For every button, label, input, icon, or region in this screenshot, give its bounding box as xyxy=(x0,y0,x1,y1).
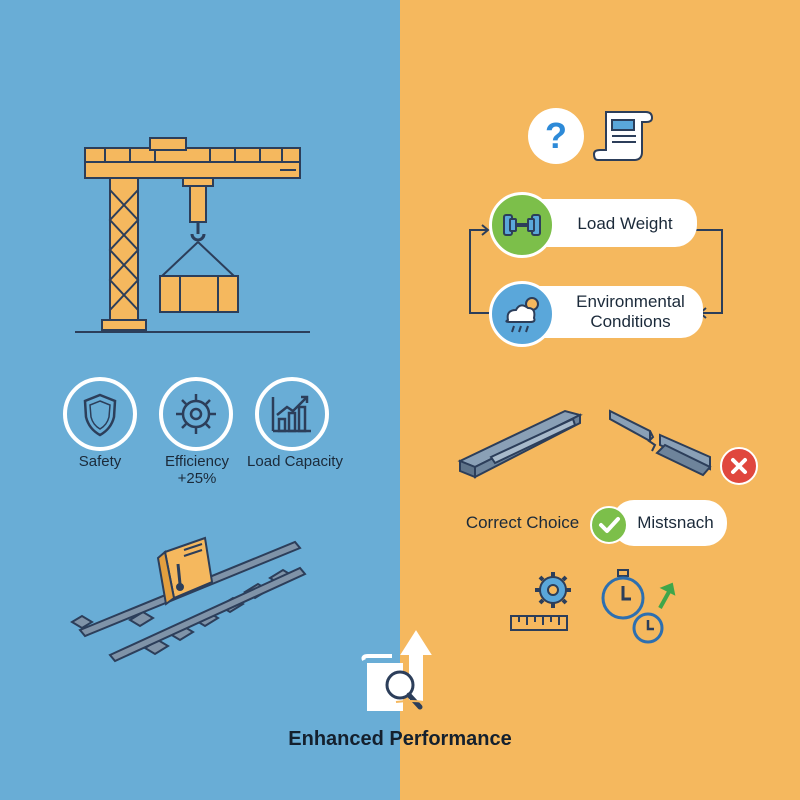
safety-icon-badge xyxy=(63,377,137,451)
right-panel xyxy=(400,0,800,800)
check-icon xyxy=(590,506,628,544)
page-title: Enhanced Performance xyxy=(288,728,512,750)
svg-text:?: ? xyxy=(545,115,567,156)
load-capacity-icon-badge xyxy=(255,377,329,451)
rising-chart-icon xyxy=(271,395,311,433)
weather-icon xyxy=(505,297,539,333)
environmental-badge xyxy=(489,281,555,347)
rail-track-illustration xyxy=(70,536,307,663)
document-scroll-icon xyxy=(592,111,654,161)
intact-beam-illustration xyxy=(457,409,583,479)
dumbbell-icon xyxy=(503,214,541,236)
feature-label-load-capacity: Load Capacity xyxy=(247,453,343,470)
stopwatch-icon xyxy=(601,569,676,644)
feature-label-safety: Safety xyxy=(78,453,122,470)
load-weight-badge xyxy=(489,192,555,258)
factor-label-environmental-line1: Environmental xyxy=(576,292,685,311)
shield-icon xyxy=(83,393,117,437)
efficiency-icon-badge xyxy=(159,377,233,451)
feature-label-efficiency: Efficiency xyxy=(165,453,229,470)
feature-sublabel-efficiency: +25% xyxy=(177,470,217,487)
broken-beam-illustration xyxy=(609,409,712,477)
factor-label-load-weight: Load Weight xyxy=(577,214,673,233)
gear-icon xyxy=(176,394,216,434)
factor-label-environmental-line2: Conditions xyxy=(590,312,671,331)
question-icon: ? xyxy=(528,108,584,164)
performance-magnifier-icon xyxy=(361,630,432,711)
gantry-crane-illustration xyxy=(75,137,310,333)
error-x-icon xyxy=(720,447,758,485)
mismatch-pill xyxy=(612,500,727,546)
mismatch-label: Mistsnach xyxy=(637,513,714,532)
gear-ruler-icon xyxy=(510,572,571,631)
correct-choice-label: Correct Choice xyxy=(465,513,580,532)
